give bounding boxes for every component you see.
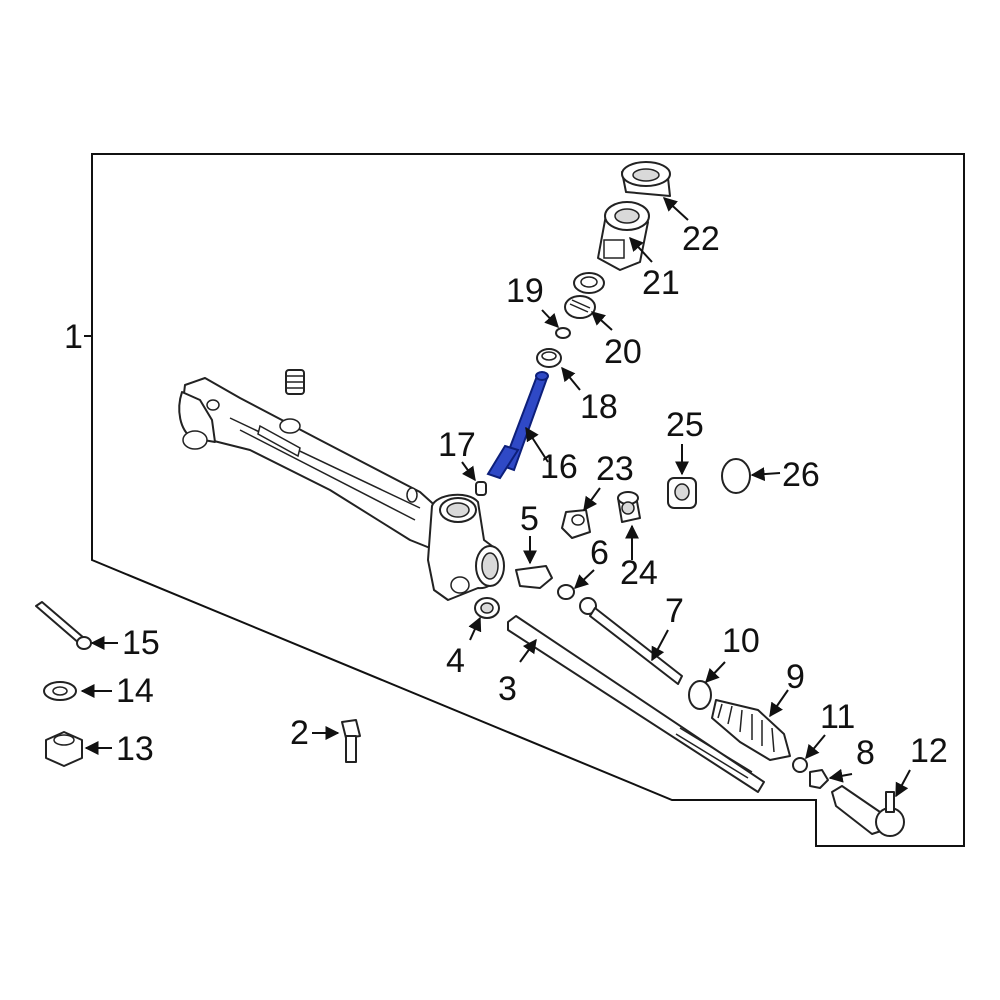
callout-17: 17 [438,426,476,464]
bushing-25[interactable] [667,477,697,509]
o-ring-26[interactable] [721,458,751,494]
bushing-4[interactable] [474,597,500,619]
callout-13: 13 [116,730,154,768]
seal-ring-18[interactable] [536,348,562,368]
callout-5: 5 [520,500,539,538]
pinion-cover-21[interactable] [597,201,650,271]
callout-15: 15 [122,624,160,662]
nut-8[interactable] [809,769,829,789]
assembly-frame [91,153,965,847]
tie-rod-end-12[interactable] [831,785,905,837]
callout-8: 8 [856,734,875,772]
washer-14[interactable] [43,681,77,701]
callout-16: 16 [540,448,578,486]
mount-bushing-24[interactable] [617,491,641,523]
callout-3: 3 [498,670,517,708]
callout-10: 10 [722,622,760,660]
o-ring-19[interactable] [555,327,571,339]
callout-6: 6 [590,534,609,572]
boot-9[interactable] [711,699,791,761]
callout-4: 4 [446,642,465,680]
callout-1: 1 [64,318,83,356]
callout-26: 26 [782,456,820,494]
ring-11[interactable] [792,757,808,773]
callout-11: 11 [820,698,855,736]
rack-housing[interactable] [178,377,505,601]
pinion-shaft-highlighted[interactable] [486,371,549,480]
washer-20b[interactable] [573,272,605,294]
mount-bushing-23[interactable] [561,509,591,539]
callout-7: 7 [665,592,684,630]
callout-9: 9 [786,658,805,696]
leader-lines [80,197,911,798]
dust-cover-22[interactable] [621,161,671,197]
ring-6[interactable] [557,584,575,600]
callout-14: 14 [116,672,154,710]
clip-5[interactable] [515,565,553,589]
callout-24: 24 [620,554,658,592]
callout-2: 2 [290,714,309,752]
callout-labels: 1 2 3 4 5 6 7 8 9 10 11 12 13 14 15 16 1… [64,220,948,772]
callout-20: 20 [604,333,642,371]
callout-22: 22 [682,220,720,258]
callout-12: 12 [910,732,948,770]
callout-21: 21 [642,264,680,302]
callout-23: 23 [596,450,634,488]
callout-19: 19 [506,272,544,310]
long-bolt-15[interactable] [35,601,92,650]
callout-25: 25 [666,406,704,444]
bolt-2[interactable] [341,719,361,763]
plug-17[interactable] [475,481,487,496]
rack-bar-3[interactable] [507,615,765,793]
clamp-10[interactable] [688,680,712,710]
housing-bushing[interactable] [285,369,305,395]
nut-13[interactable] [45,731,83,767]
callout-18: 18 [580,388,618,426]
bearing-20[interactable] [564,295,596,319]
